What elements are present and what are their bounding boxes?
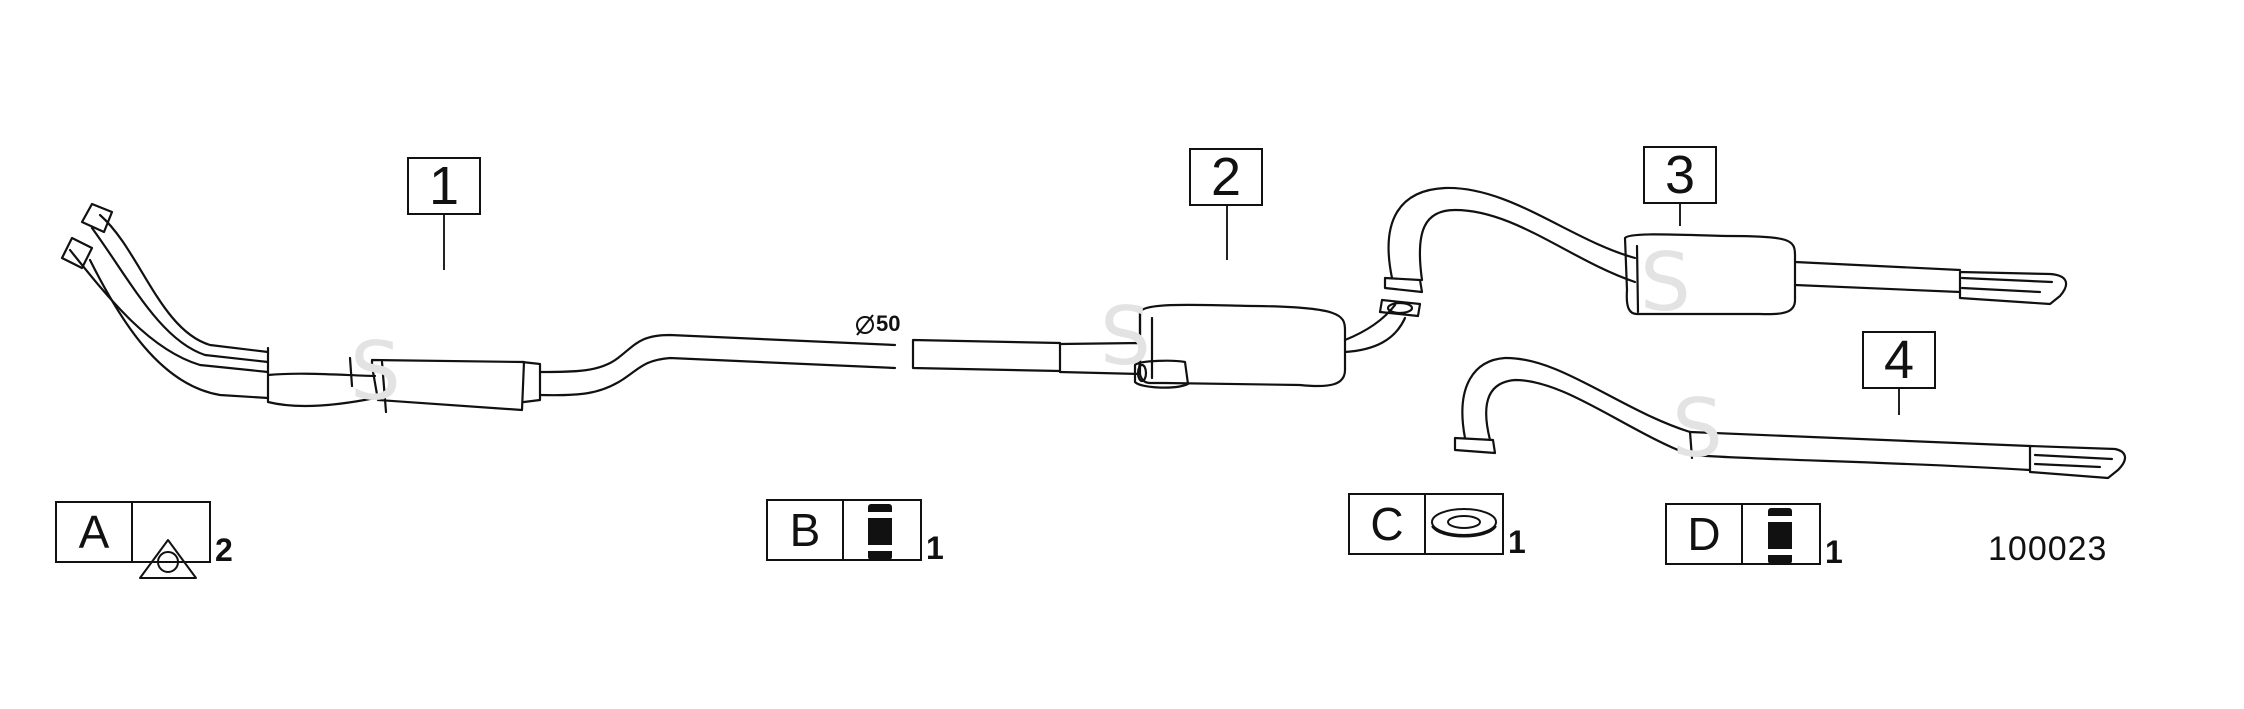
intermediate-pipe-part-2 (911, 298, 1422, 389)
part-qty-c: 1 (1508, 524, 1526, 560)
diameter-label: 50 (876, 311, 900, 337)
callout-4: 4 (1862, 331, 1936, 389)
part-letter-a: A (55, 501, 133, 563)
part-icon-cell-d (1743, 503, 1821, 565)
part-box-a: A (55, 501, 211, 563)
leader-line-1 (443, 215, 445, 270)
drawing-number: 100023 (1988, 530, 2108, 568)
leader-line-3 (1679, 204, 1681, 226)
watermark-s: S (350, 325, 401, 418)
part-letter-d: D (1665, 503, 1743, 565)
callout-1: 1 (407, 157, 481, 215)
callout-2: 2 (1189, 148, 1263, 206)
diameter-icon (856, 314, 874, 336)
rear-pipe-part-4 (1453, 356, 2127, 480)
diameter-value: 50 (876, 311, 901, 336)
callout-3: 3 (1643, 146, 1717, 204)
part-letter-b: B (766, 499, 844, 561)
leader-line-2 (1226, 206, 1228, 260)
part-box-d: D (1665, 503, 1821, 565)
part-letter-c: C (1348, 493, 1426, 555)
part-icon-cell-b (844, 499, 922, 561)
part-qty-a: 2 (215, 532, 233, 568)
part-icon-cell-a (133, 501, 211, 563)
part-box-c: C (1348, 493, 1504, 555)
watermark-s: S (1100, 290, 1151, 383)
part-qty-d: 1 (1825, 534, 1843, 570)
front-pipe-part-1 (60, 202, 897, 414)
watermark-s: S (1640, 236, 1691, 329)
watermark-s: S (1672, 382, 1723, 475)
rear-section-part-3 (1383, 186, 2068, 316)
part-icon-cell-c (1426, 493, 1504, 555)
leader-line-4 (1898, 389, 1900, 415)
part-qty-b: 1 (926, 530, 944, 566)
part-box-b: B (766, 499, 922, 561)
